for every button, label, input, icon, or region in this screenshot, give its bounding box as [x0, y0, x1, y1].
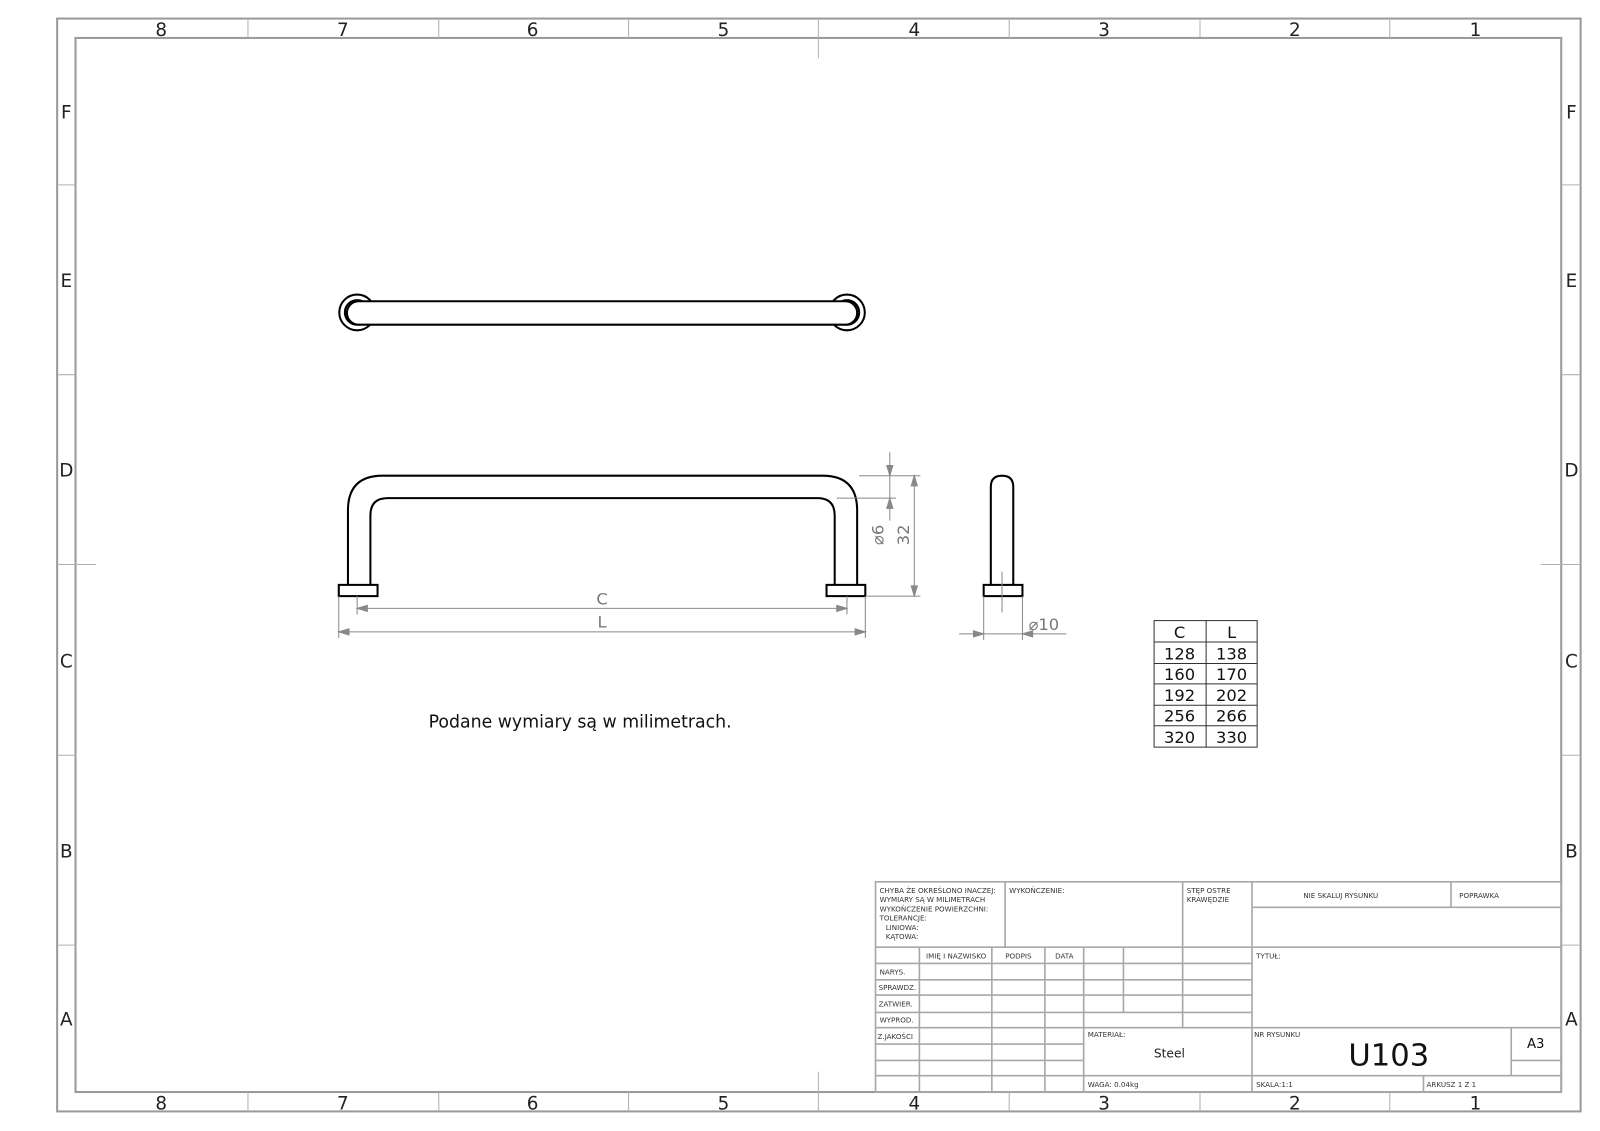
general-note: WYMIARY SĄ W MILIMETRACH	[880, 895, 986, 904]
zone-col-label: 6	[527, 20, 539, 41]
zone-col-label: 2	[1289, 1093, 1301, 1114]
row-labels-left: F E D C B A	[59, 103, 73, 1031]
row-label: SPRAWDZ.	[879, 983, 917, 992]
sheet-number: ARKUSZ 1 Z 1	[1427, 1080, 1477, 1089]
zone-row-label: F	[1566, 103, 1577, 124]
table-cell: 138	[1216, 644, 1247, 663]
table-header: C	[1174, 623, 1185, 642]
general-note: LINIOWA:	[886, 923, 919, 932]
drawing-number: U103	[1348, 1039, 1429, 1074]
general-note: CHYBA ŻE OKREŚLONO INACZEJ:	[880, 886, 996, 895]
zone-col-label: 3	[1098, 1093, 1110, 1114]
table-cell: 266	[1216, 707, 1247, 726]
title-label: TYTUŁ:	[1255, 951, 1281, 960]
table-cell: 330	[1216, 728, 1247, 747]
table-cell: 170	[1216, 665, 1247, 684]
zone-col-label: 6	[527, 1093, 539, 1114]
sheet-size: A3	[1527, 1037, 1545, 1052]
zone-row-label: D	[59, 461, 73, 482]
zone-row-label: A	[1565, 1010, 1578, 1031]
col-header-date: DATA	[1055, 951, 1073, 960]
revision-label: POPRAWKA	[1459, 891, 1499, 900]
column-labels-bottom: 8 7 6 5 4 3 2 1	[155, 1093, 1481, 1114]
zone-row-label: C	[60, 652, 73, 673]
side-dimensions	[959, 571, 1067, 640]
table-cell: 128	[1164, 644, 1195, 663]
inner-border	[74, 36, 1563, 1094]
units-note: Podane wymiary są w milimetrach.	[429, 713, 732, 733]
column-labels-top: 8 7 6 5 4 3 2 1	[155, 20, 1481, 41]
general-note: WYKOŃCZENIE POWIERZCHNI:	[880, 904, 989, 913]
zone-col-label: 7	[337, 20, 349, 41]
general-note: TOLERANCJE:	[879, 914, 927, 923]
dim-height-32-label: 32	[894, 525, 913, 546]
table-cell: 192	[1164, 686, 1195, 705]
material-value: Steel	[1154, 1046, 1185, 1060]
top-view	[338, 293, 866, 332]
zone-col-label: 8	[155, 1093, 167, 1114]
no-scale-label: NIE SKALUJ RYSUNKU	[1303, 891, 1378, 900]
drawing-number-label: NR RYSUNKU	[1254, 1030, 1300, 1039]
zone-col-label: 1	[1470, 1093, 1482, 1114]
zone-row-label: C	[1565, 652, 1578, 673]
front-dimensions	[336, 452, 921, 638]
zone-col-label: 5	[718, 1093, 730, 1114]
row-label: ZATWIER.	[879, 999, 913, 1008]
col-header-name: IMIĘ I NAZWISKO	[926, 951, 987, 960]
zone-row-label: E	[1566, 271, 1578, 292]
zone-row-label: E	[61, 271, 73, 292]
dim-diameter-6-label: ⌀6	[869, 525, 888, 545]
table-cell: 320	[1164, 728, 1195, 747]
zone-row-label: B	[1565, 841, 1578, 862]
zone-grid	[57, 18, 1581, 1112]
material-label: MATERIAŁ:	[1088, 1030, 1126, 1039]
table-header: L	[1227, 623, 1236, 642]
zone-row-label: B	[60, 841, 73, 862]
zone-col-label: 3	[1098, 20, 1110, 41]
dim-l-label: L	[597, 613, 606, 632]
zone-col-label: 4	[908, 20, 920, 41]
row-label: Z.JAKOŚCI	[878, 1032, 914, 1041]
row-label: NARYS.	[880, 968, 906, 977]
title-block: CHYBA ŻE OKREŚLONO INACZEJ: WYMIARY SĄ W…	[874, 881, 1563, 1093]
zone-col-label: 2	[1289, 20, 1301, 41]
row-label: WYPROD.	[880, 1016, 914, 1025]
side-view	[982, 474, 1024, 598]
table-cell: 256	[1164, 707, 1195, 726]
edges-label: KRAWĘDZIE	[1187, 895, 1230, 904]
edges-label: STĘP OSTRE	[1187, 886, 1231, 895]
zone-col-label: 8	[155, 20, 167, 41]
zone-row-label: F	[61, 103, 72, 124]
dim-diameter-10-label: ⌀10	[1029, 615, 1060, 634]
finish-label: WYKOŃCZENIE:	[1009, 886, 1064, 895]
col-header-signature: PODPIS	[1005, 951, 1032, 960]
general-note: KĄTOWA:	[886, 932, 919, 941]
scale: SKALA:1:1	[1256, 1080, 1293, 1089]
dim-c-label: C	[596, 589, 607, 608]
zone-col-label: 5	[718, 20, 730, 41]
zone-row-label: D	[1564, 461, 1578, 482]
table-cell: 160	[1164, 665, 1195, 684]
zone-col-label: 7	[337, 1093, 349, 1114]
table-cell: 202	[1216, 686, 1247, 705]
zone-col-label: 1	[1470, 20, 1482, 41]
zone-row-label: A	[60, 1010, 73, 1031]
front-view	[337, 474, 867, 598]
size-table: C L 128 138 160 170 192 202 256 266 320 …	[1153, 620, 1258, 748]
row-labels-right: F E D C B A	[1564, 103, 1578, 1031]
weight: WAGA: 0.04kg	[1088, 1080, 1139, 1089]
zone-col-label: 4	[908, 1093, 920, 1114]
